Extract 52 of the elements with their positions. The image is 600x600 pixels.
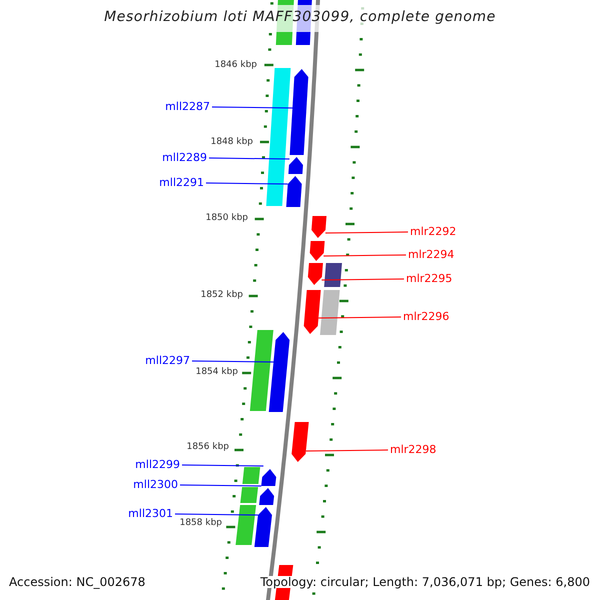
gene-label: mll2297 [145,355,190,367]
gene-bar [250,330,274,411]
leader-line [324,232,408,234]
gene-bar [236,505,256,545]
leader-line [192,360,274,362]
leader-line [180,484,262,486]
leader-line [306,450,388,452]
gene-block [259,488,274,505]
leader-line [208,158,290,160]
scale-label: 1852 kbp [200,289,243,301]
leader-line [321,278,404,280]
gene-block [312,216,326,238]
gene-bar [242,467,260,484]
leader-line [323,254,406,256]
gene-label: mlr2295 [406,273,452,285]
gene-bar [240,487,258,503]
scale-label: 1854 kbp [196,366,238,378]
gene-block [292,422,309,462]
leader-line [212,106,294,108]
scale-label: 1850 kbp [206,212,248,224]
gene-block [304,290,321,334]
gene-label: mlr2296 [403,311,450,323]
leader-line [318,316,402,318]
gene-label: mlr2298 [390,444,436,456]
accession-text: Accession: NC_002678 [9,576,146,588]
gene-label: mll2300 [133,479,178,491]
gene-label: mlr2292 [410,226,456,238]
gene-bar [324,263,342,287]
gene-block [288,157,303,174]
genome-info-text: Topology: circular; Length: 7,036,071 bp; Genes: 6,800 [260,576,590,588]
gene-label: mll2287 [165,101,210,113]
leader-line [206,182,288,184]
scale-label: 1856 kbp [186,441,229,453]
gene-block [286,176,302,207]
leader-line [174,514,259,516]
gene-label: mll2299 [135,459,180,471]
scale-label: 1848 kbp [210,136,253,148]
gene-label: mll2301 [128,508,173,520]
gene-label: mlr2294 [408,249,454,261]
gene-bar [320,290,340,335]
leader-line [182,464,264,466]
scale-label: 1846 kbp [214,59,257,71]
gene-block [308,263,323,285]
gene-label: mll2289 [162,152,207,164]
gene-block [254,507,272,547]
gene-block [261,469,276,486]
scale-label: 1858 kbp [180,517,222,529]
gene-block [268,332,290,412]
title: Mesorhizobium loti MAFF303099, complete genome [103,11,497,23]
gene-bar [266,68,291,206]
gene-block [310,241,325,261]
gene-label: mll2291 [159,177,204,189]
